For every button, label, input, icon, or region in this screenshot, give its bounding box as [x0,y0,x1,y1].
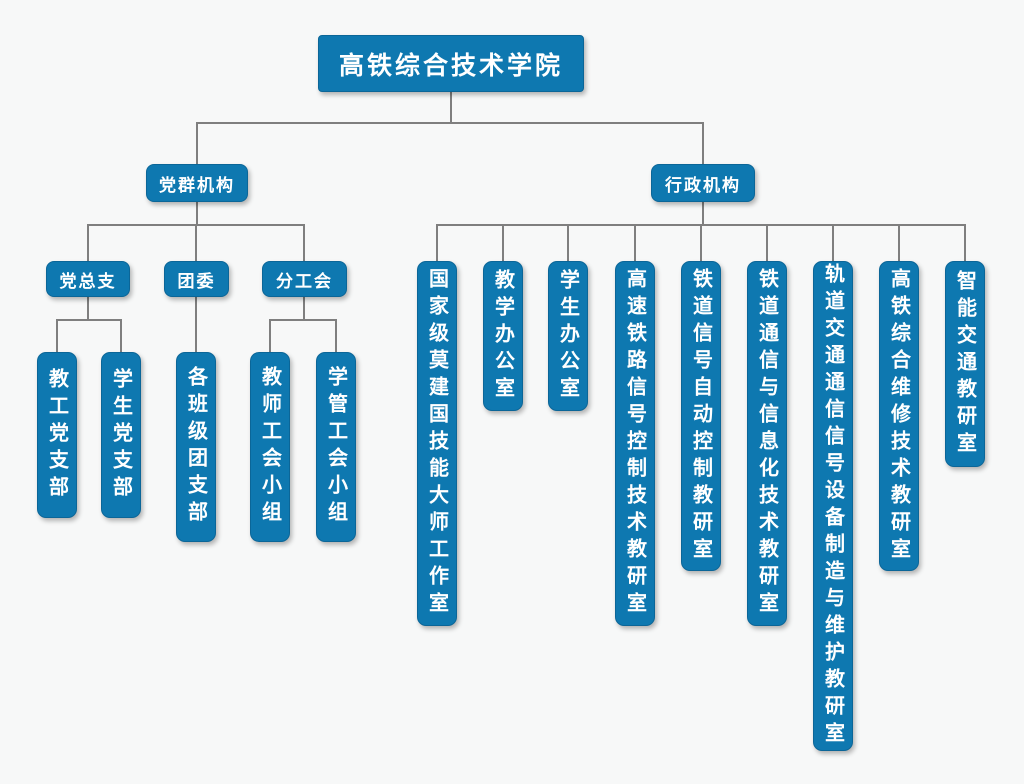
node-student-office: 学生办公室 [548,261,588,411]
admin-branch-node: 行政机构 [651,164,755,202]
node-faculty-party-branch: 教工党支部 [37,352,77,518]
node-railway-signal-auto-control-office: 铁道信号自动控制教研室 [681,261,721,571]
node-labor-union: 分工会 [262,261,347,297]
node-teaching-office: 教学办公室 [483,261,523,411]
node-intelligent-transport-office: 智能交通教研室 [945,261,985,467]
node-railway-comm-info-office: 铁道通信与信息化技术教研室 [747,261,787,626]
node-rail-transit-equipment-office: 轨道交通通信信号设备制造与维护教研室 [813,261,853,751]
node-student-party-branch: 学生党支部 [101,352,141,518]
node-student-mgmt-union-group: 学管工会小组 [316,352,356,542]
node-class-league-branches: 各班级团支部 [176,352,216,542]
root-node: 高铁综合技术学院 [318,35,584,92]
node-skill-master-studio: 国家级莫建国技能大师工作室 [417,261,457,626]
node-youth-league: 团委 [164,261,229,297]
node-party-general-branch: 党总支 [46,261,130,297]
node-hsr-maintenance-office: 高铁综合维修技术教研室 [879,261,919,571]
node-teacher-union-group: 教师工会小组 [250,352,290,542]
party-branch-node: 党群机构 [146,164,248,202]
node-hsr-signal-control-office: 高速铁路信号控制技术教研室 [615,261,655,626]
